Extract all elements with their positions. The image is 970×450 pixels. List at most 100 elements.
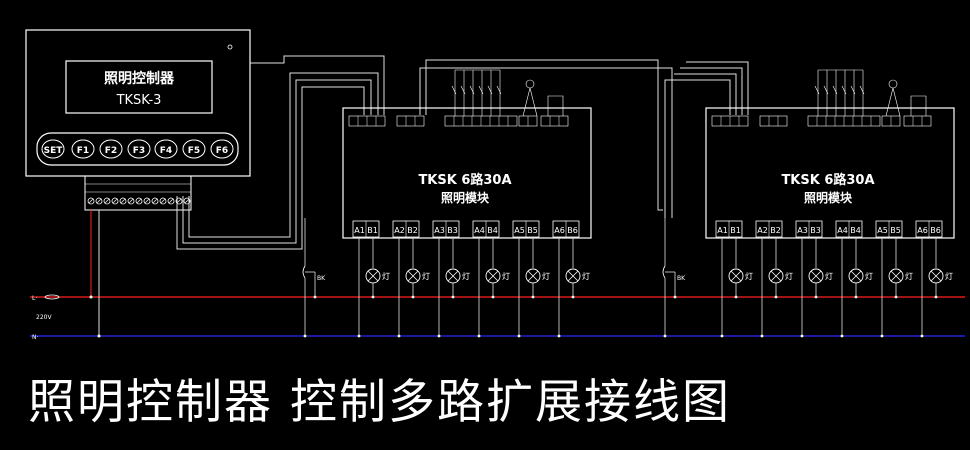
output-port-label: B3 (810, 226, 821, 235)
output-port-label: B1 (730, 226, 741, 235)
controller-button (99, 139, 123, 159)
module-subtitle: 照明模块 (804, 190, 853, 205)
terminal-screw (143, 197, 151, 205)
junction-dot (663, 334, 667, 338)
junction-dot (880, 334, 884, 338)
terminal-screw-slot (136, 198, 142, 204)
output-port-label: B4 (850, 226, 861, 235)
junction-dot (371, 295, 375, 299)
junction-dot (89, 295, 93, 299)
output-port-label: A3 (434, 226, 445, 235)
terminal-screw (151, 197, 159, 205)
lamp-cross (730, 270, 742, 282)
output-port-label: B1 (367, 226, 378, 235)
lamp-cross (487, 270, 499, 282)
bus-wire (686, 61, 749, 115)
module-title: TKSK 6路30A (781, 172, 874, 188)
junction-dot (411, 295, 415, 299)
bus-wire (425, 59, 663, 211)
breaker-label: BK (677, 275, 686, 282)
controller-button-label: F6 (216, 146, 228, 156)
sensor-symbol (888, 79, 898, 89)
terminal-screw (119, 197, 127, 205)
lamp-cross (447, 270, 459, 282)
breaker-label: BK (317, 275, 326, 282)
controller-button-label: SET (44, 146, 64, 156)
module-title: TKSK 6路30A (418, 172, 511, 188)
lamp-cross (407, 270, 419, 282)
aux-wire (910, 95, 927, 116)
terminal-screw-slot (128, 198, 134, 204)
controller-terminals (87, 197, 191, 205)
bus-wire (419, 67, 673, 218)
controller-display (65, 60, 213, 114)
bus-wire (250, 55, 385, 115)
junction-dot (477, 334, 481, 338)
junction-dot (557, 334, 561, 338)
switch-contact (841, 85, 847, 95)
controller-button-label: F2 (105, 146, 117, 156)
breaker-symbol (302, 265, 306, 279)
terminal-screw (159, 197, 167, 205)
sensor-symbol (525, 79, 535, 89)
diagram-caption: 照明控制器 控制多路扩展接线图 (28, 375, 731, 430)
output-port-label: B2 (770, 226, 781, 235)
switch-contact (496, 85, 502, 95)
bus-wire (188, 72, 379, 238)
output-port-label: A5 (514, 226, 525, 235)
lamp-cross (810, 270, 822, 282)
module-terminal-group (540, 115, 569, 127)
sensor-wire (885, 87, 901, 117)
module-terminal-group (759, 115, 788, 127)
lamp-label: 灯 (945, 271, 953, 281)
terminal-screw-slot (176, 198, 182, 204)
controller-indicator (227, 44, 233, 50)
switch-contact (832, 85, 838, 95)
terminal-screw-slot (184, 198, 190, 204)
controller-button (71, 139, 95, 159)
junction-dot (571, 295, 575, 299)
terminal-screw (103, 197, 111, 205)
controller-terminal-block (84, 175, 192, 211)
junction-dot (814, 295, 818, 299)
junction-dot (920, 334, 924, 338)
output-port-label: A6 (554, 226, 565, 235)
output-port-label: A2 (394, 226, 405, 235)
bus-wires (176, 55, 749, 250)
terminal-screw (87, 197, 95, 205)
terminal-screw-slot (88, 198, 94, 204)
junction-dot (517, 334, 521, 338)
junction-dot (451, 295, 455, 299)
junction-dot (397, 334, 401, 338)
terminal-screw-slot (168, 198, 174, 204)
lamp-label: 灯 (422, 271, 430, 281)
switch-contact (487, 85, 493, 95)
lamp-cross (567, 270, 579, 282)
terminal-screw-slot (152, 198, 158, 204)
terminal-screw (95, 197, 103, 205)
controller-button (182, 139, 206, 159)
module-subtitle: 照明模块 (441, 190, 490, 205)
junction-dot (894, 295, 898, 299)
controller-button (41, 139, 65, 159)
junction-dot (303, 334, 307, 338)
terminal-screw-slot (160, 198, 166, 204)
junction-dot (934, 295, 938, 299)
terminal-screw-slot (144, 198, 150, 204)
lamp-label: 灯 (502, 271, 510, 281)
lamp-cross (850, 270, 862, 282)
switch-contact (460, 85, 466, 95)
terminal-screw (127, 197, 135, 205)
output-port-label: B5 (527, 226, 538, 235)
lamp-label: 灯 (785, 271, 793, 281)
junction-dot (840, 334, 844, 338)
controller-model: TKSK-3 (116, 93, 162, 108)
junction-dot (720, 334, 724, 338)
aux-wire (547, 95, 564, 116)
output-port-label: A4 (837, 226, 848, 235)
controller-button (154, 139, 178, 159)
neutral-marker: N· (32, 334, 38, 341)
